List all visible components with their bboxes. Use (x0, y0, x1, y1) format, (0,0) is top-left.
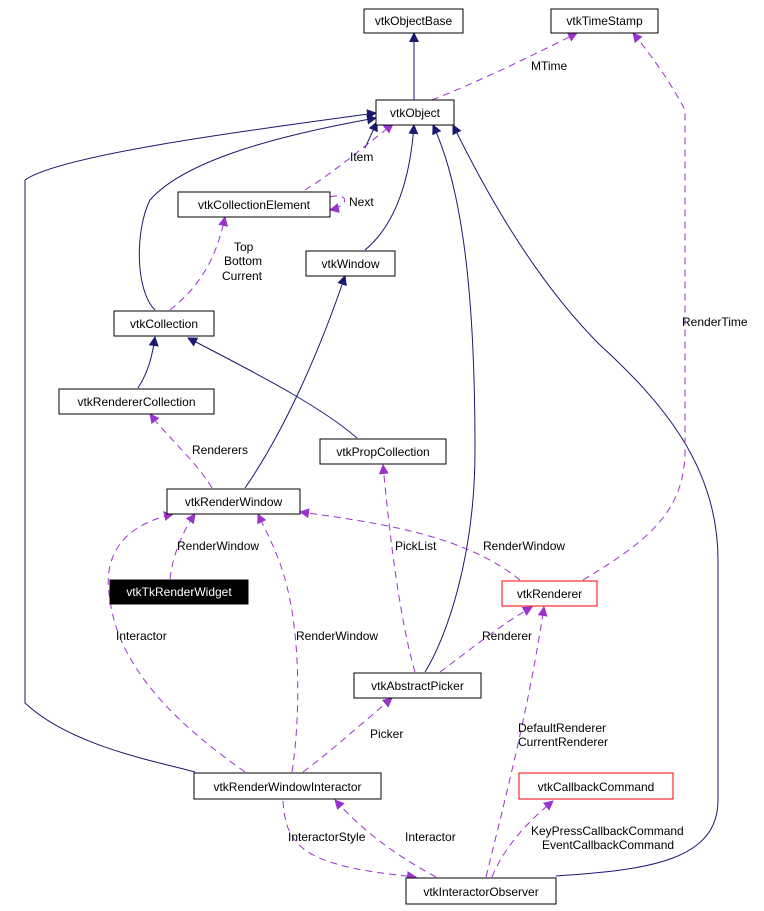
node-vtkobjectbase[interactable]: vtkObjectBase (363, 8, 464, 34)
node-vtkwindow[interactable]: vtkWindow (305, 250, 396, 277)
svg-text:vtkObjectBase: vtkObjectBase (375, 14, 453, 28)
svg-text:vtkAbstractPicker: vtkAbstractPicker (371, 679, 464, 693)
svg-text:vtkPropCollection: vtkPropCollection (336, 445, 429, 459)
edge-rwi-abstractpicker-picker (302, 697, 393, 773)
edge-collectionelement-next (329, 195, 346, 213)
edge-renderercollection-to-collection (137, 336, 159, 389)
edge-renderwindowinteractor-to-object (24, 109, 377, 773)
node-vtkobject[interactable]: vtkObject (375, 99, 455, 126)
edge-observer-renderer (485, 606, 548, 878)
node-vtkrenderer[interactable]: vtkRenderer (501, 580, 598, 607)
label-interactorstyle: InteractorStyle (288, 830, 366, 844)
label-next: Next (349, 195, 374, 209)
svg-text:vtkRenderWindow: vtkRenderWindow (185, 495, 283, 509)
svg-text:vtkCallbackCommand: vtkCallbackCommand (538, 780, 655, 794)
edge-labels: MTime Item Next Top Bottom Current Rende… (116, 59, 748, 852)
label-defaultrenderer: DefaultRenderer (518, 721, 606, 735)
label-rendertime: RenderTime (682, 315, 748, 329)
class-nodes: vtkObjectBase vtkTimeStamp vtkObject vtk… (58, 8, 674, 905)
label-renderer: Renderer (482, 629, 532, 643)
edge-abstractpicker-renderer (439, 606, 533, 673)
svg-text:vtkCollection: vtkCollection (130, 317, 198, 331)
label-renderwindow-1: RenderWindow (177, 539, 259, 553)
edge-object-timestamp-mtime (431, 32, 578, 101)
svg-text:vtkRendererCollection: vtkRendererCollection (77, 395, 195, 409)
label-keypresscallback: KeyPressCallbackCommand (531, 824, 684, 838)
label-mtime: MTime (531, 59, 568, 73)
edge-renderwindow-to-window (244, 275, 347, 489)
edge-abstractpicker-to-object (424, 124, 476, 673)
svg-text:vtkRenderer: vtkRenderer (517, 587, 582, 601)
edge-rwi-renderwindow-interactor (107, 511, 246, 773)
edge-propcollection-to-collection (187, 337, 358, 439)
edge-tkrenderwidget-renderwindow (169, 513, 196, 580)
inheritance-edges (24, 32, 719, 877)
node-vtkrenderercollection[interactable]: vtkRendererCollection (58, 388, 215, 415)
label-eventcallback: EventCallbackCommand (542, 838, 674, 852)
label-picker: Picker (370, 727, 403, 741)
label-renderwindow-3: RenderWindow (296, 629, 378, 643)
label-interactor-2: Interactor (405, 830, 456, 844)
node-vtkrenderwindow[interactable]: vtkRenderWindow (166, 488, 301, 515)
edge-renderer-timestamp-rendertime (582, 32, 686, 581)
node-vtkcollection[interactable]: vtkCollection (113, 310, 215, 337)
edge-observer-callbackcommand (491, 800, 554, 878)
edge-window-to-object (364, 124, 419, 251)
edge-rwi-renderwindow (257, 513, 299, 773)
svg-text:vtkCollectionElement: vtkCollectionElement (198, 198, 311, 212)
label-top: Top (234, 240, 254, 254)
svg-text:vtkRenderWindowInteractor: vtkRenderWindowInteractor (213, 780, 361, 794)
label-current: Current (222, 269, 263, 283)
node-vtkcallbackcommand[interactable]: vtkCallbackCommand (518, 772, 674, 800)
label-item: Item (350, 150, 373, 164)
node-vtkinteractorobserver[interactable]: vtkInteractorObserver (405, 877, 557, 905)
edge-collectionelement-to-object (364, 121, 378, 149)
svg-text:vtkInteractorObserver: vtkInteractorObserver (423, 885, 538, 899)
svg-text:vtkObject: vtkObject (390, 106, 441, 120)
label-bottom: Bottom (224, 254, 262, 268)
node-vtkpropcollection[interactable]: vtkPropCollection (319, 438, 447, 465)
edge-renderer-renderwindow (299, 508, 521, 581)
label-renderwindow-2: RenderWindow (483, 539, 565, 553)
edge-collection-to-object (138, 114, 377, 311)
node-vtkabstractpicker[interactable]: vtkAbstractPicker (353, 672, 482, 699)
svg-text:vtkWindow: vtkWindow (321, 257, 379, 271)
usage-edges (107, 32, 686, 882)
label-renderers: Renderers (192, 443, 248, 457)
edge-collection-collectionelement (169, 216, 229, 311)
node-vtkcollectionelement[interactable]: vtkCollectionElement (177, 191, 331, 218)
node-vtktimestamp[interactable]: vtkTimeStamp (550, 8, 659, 34)
label-interactor-1: Interactor (116, 629, 167, 643)
label-picklist: PickList (395, 539, 437, 553)
edge-observer-rwi-interactor (334, 799, 437, 878)
svg-text:vtkTimeStamp: vtkTimeStamp (566, 14, 643, 28)
edge-abstractpicker-propcollection (378, 464, 416, 673)
edge-renderwindow-renderercollection (149, 413, 213, 489)
edge-rwi-observer-interactorstyle (282, 800, 417, 882)
label-currentrenderer: CurrentRenderer (518, 735, 608, 749)
edge-collectionelement-object-item (304, 123, 394, 191)
node-vtktkrenderwidget[interactable]: vtkTkRenderWidget (109, 579, 249, 605)
svg-text:vtkTkRenderWidget: vtkTkRenderWidget (126, 585, 232, 599)
node-vtkrenderwindowinteractor[interactable]: vtkRenderWindowInteractor (193, 772, 382, 800)
edge-interactorobserver-to-object (452, 124, 719, 877)
